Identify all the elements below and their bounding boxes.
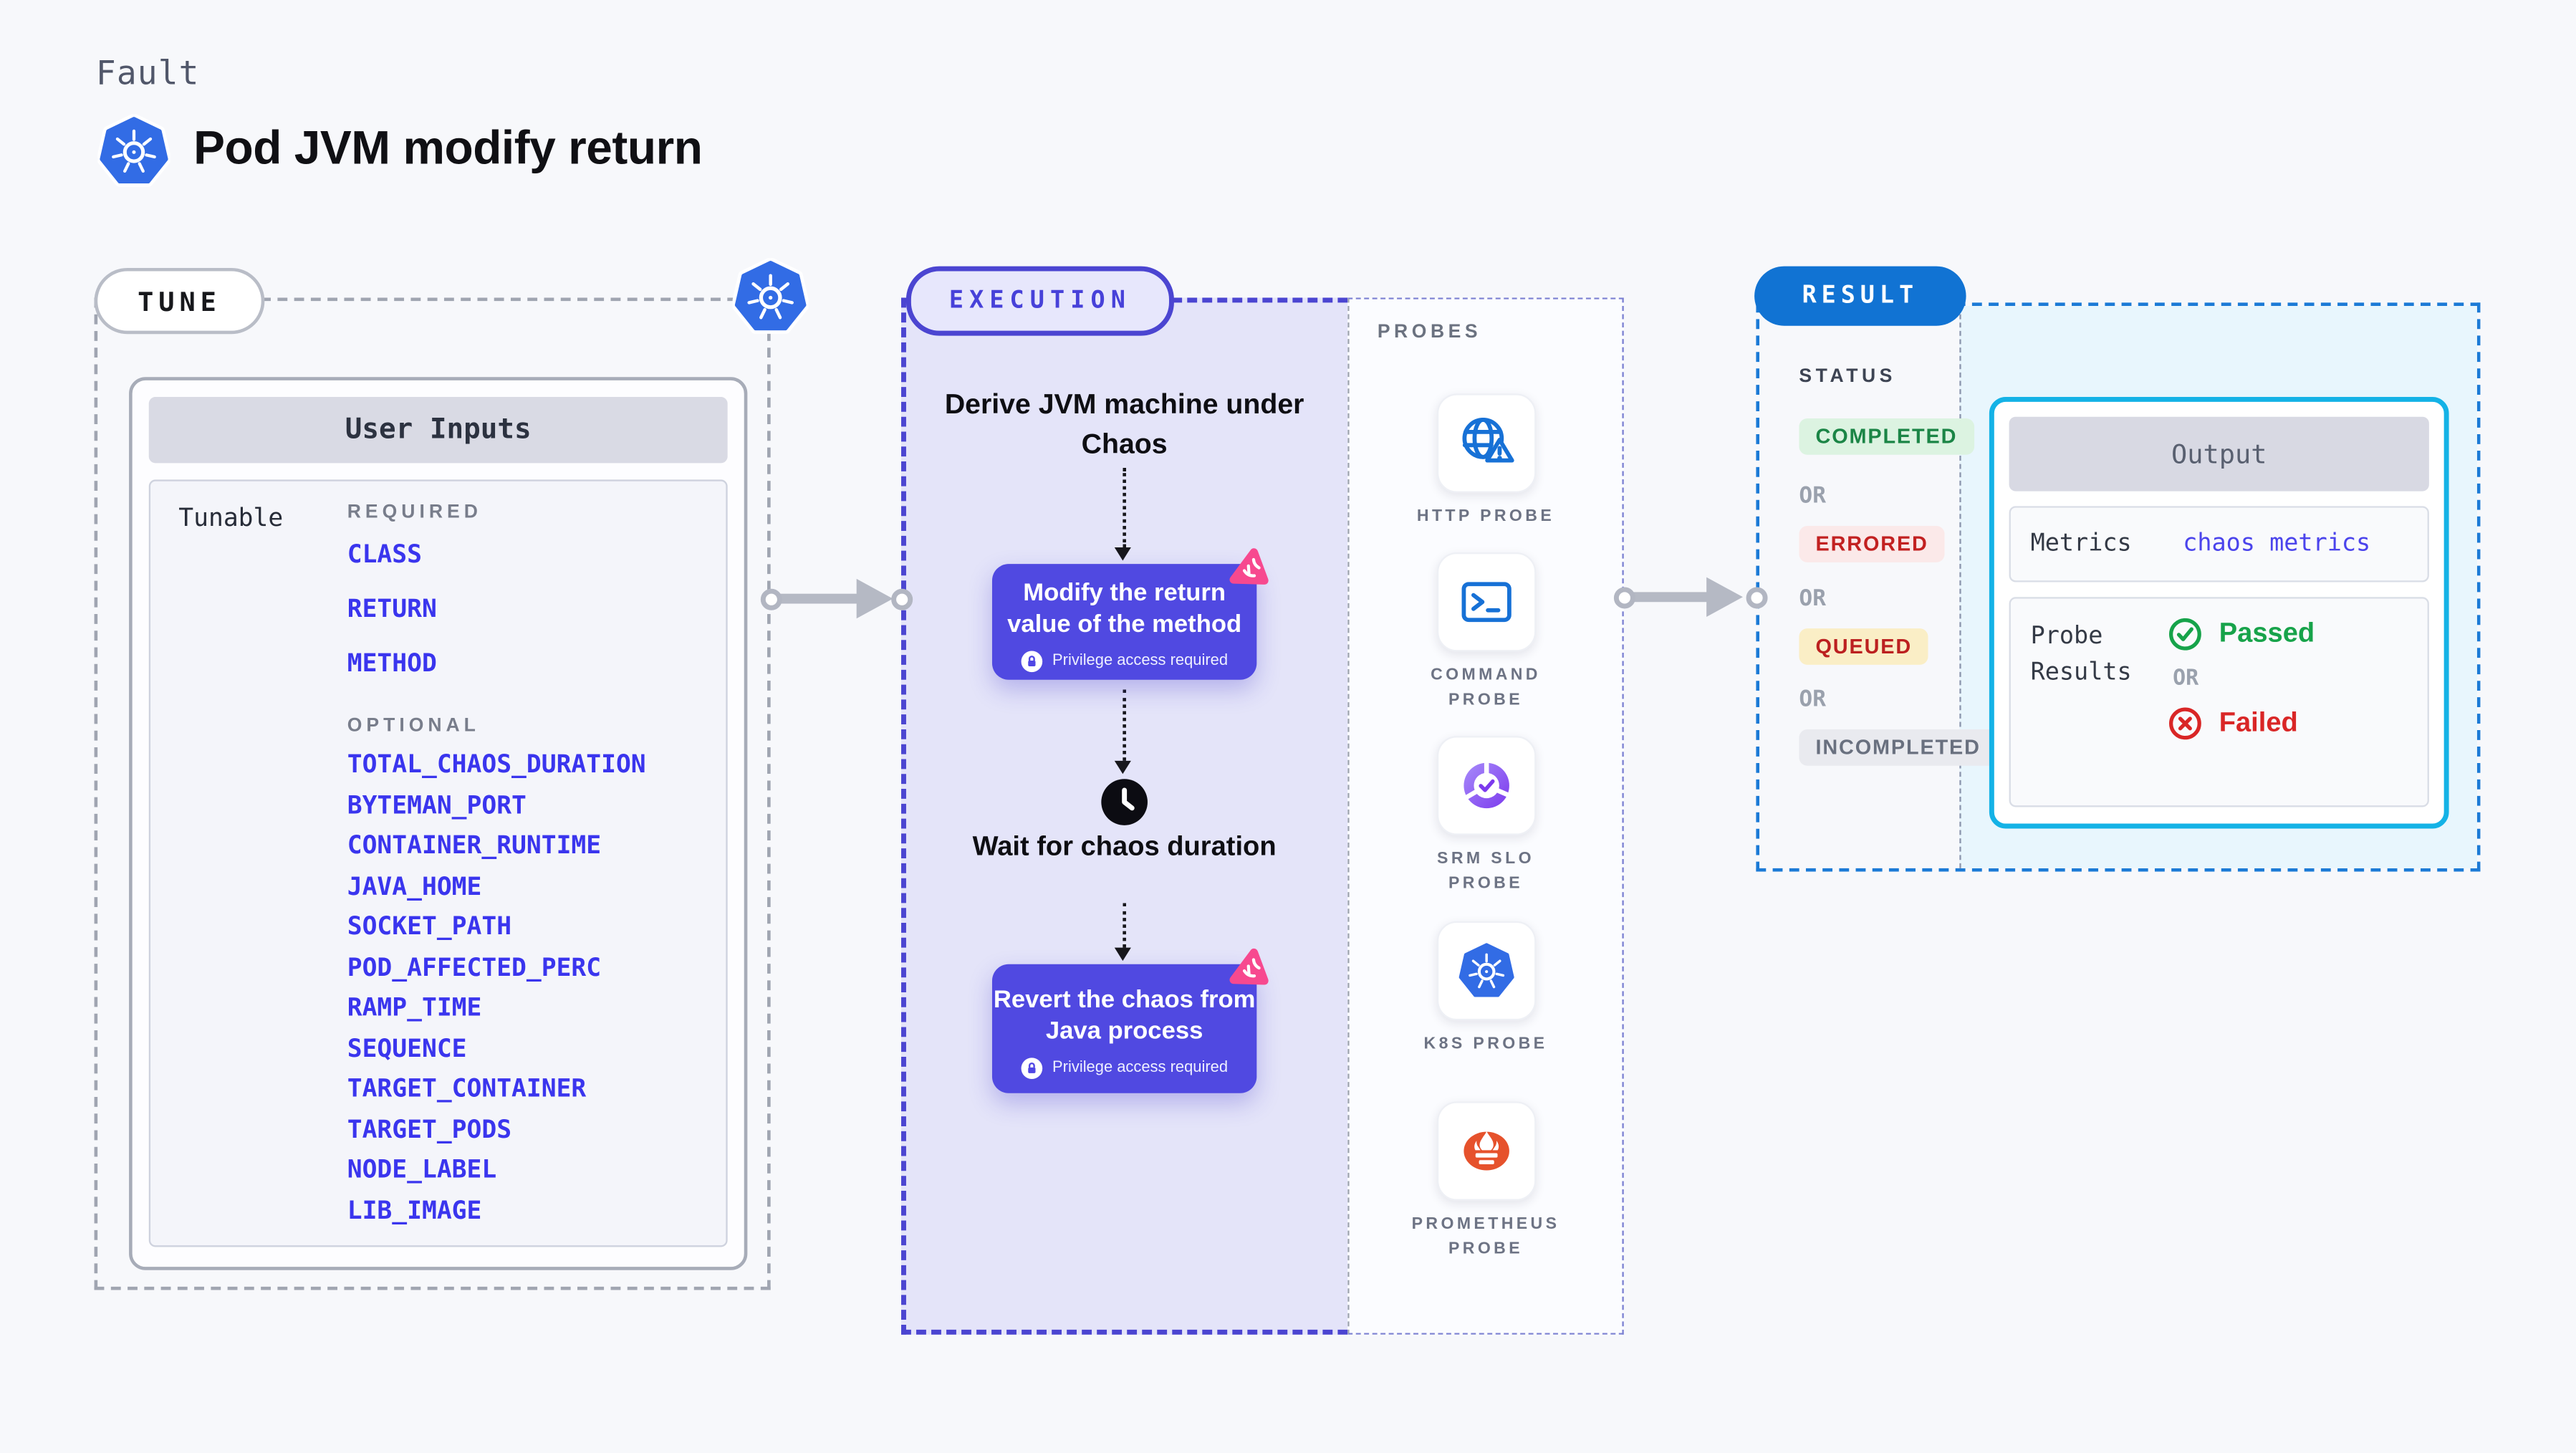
down-arrow-icon xyxy=(1115,689,1132,775)
tune-section xyxy=(94,297,771,1290)
lock-icon xyxy=(1021,1056,1044,1079)
execution-section-pill: EXECUTION xyxy=(905,266,1174,336)
step-title: Revert the chaos from Java process xyxy=(993,985,1256,1045)
output-card: Output Metrics chaos metrics Probe Resul… xyxy=(1989,396,2449,829)
globe-warning-icon xyxy=(1453,410,1519,476)
tunable-param: TOTAL_CHAOS_DURATION xyxy=(347,749,646,780)
connector-dot xyxy=(1745,586,1767,608)
tunable-param: TARGET_CONTAINER xyxy=(347,1073,587,1103)
chaos-atom-icon xyxy=(1225,544,1275,594)
srm-slo-probe-card xyxy=(1436,736,1536,835)
tunable-param: CONTAINER_RUNTIME xyxy=(347,830,602,860)
down-arrow-icon xyxy=(1115,468,1132,561)
http-probe-card xyxy=(1436,393,1536,493)
probes-title: PROBES xyxy=(1377,322,1482,342)
kubernetes-icon xyxy=(1456,940,1515,1001)
probe-results-label: Probe Results xyxy=(2030,623,2132,686)
probe-label: HTTP PROBE xyxy=(1416,507,1555,527)
execution-step-wait: Wait for chaos duration xyxy=(972,832,1277,862)
probe-label: COMMAND PROBE xyxy=(1431,666,1541,710)
metrics-label: Metrics xyxy=(2030,530,2132,557)
probe-item: K8S PROBE xyxy=(1350,921,1623,1057)
passed-label: Passed xyxy=(2219,618,2315,648)
or-label: OR xyxy=(2173,666,2199,691)
tunables-panel: Tunable REQUIRED CLASS RETURN METHOD OPT… xyxy=(148,479,728,1247)
tunable-param: JAVA_HOME xyxy=(347,871,482,901)
metrics-row: Metrics chaos metrics xyxy=(2009,506,2429,582)
flow-arrowhead-icon xyxy=(856,578,893,619)
required-section-label: REQUIRED xyxy=(347,502,482,523)
result-section-pill: RESULT xyxy=(1754,266,1966,326)
command-probe-card xyxy=(1436,552,1536,652)
probe-label: K8S PROBE xyxy=(1423,1035,1548,1054)
connector-dot xyxy=(759,588,782,610)
flow-arrow-icon xyxy=(1630,591,1714,603)
connector-dot xyxy=(890,588,913,610)
tune-section-pill: TUNE xyxy=(94,267,265,335)
tunable-param: NODE_LABEL xyxy=(347,1154,497,1184)
tunable-param: RETURN xyxy=(347,593,437,624)
execution-step-revert: Revert the chaos from Java process Privi… xyxy=(991,964,1256,1093)
page-title: Pod JVM modify return xyxy=(193,122,703,176)
clock-icon xyxy=(1100,777,1149,827)
prometheus-probe-card xyxy=(1436,1101,1536,1201)
failed-label: Failed xyxy=(2219,707,2298,738)
or-label: OR xyxy=(1799,585,1826,613)
tunable-param: CLASS xyxy=(347,539,422,570)
tunable-param: RAMP_TIME xyxy=(347,992,482,1022)
lock-icon xyxy=(1021,650,1044,673)
or-label: OR xyxy=(1799,686,1826,713)
optional-section-label: OPTIONAL xyxy=(347,716,480,737)
or-label: OR xyxy=(1799,483,1826,509)
tunable-param: TARGET_PODS xyxy=(347,1113,512,1144)
status-badge-completed: COMPLETED xyxy=(1799,418,1974,455)
down-arrow-icon xyxy=(1115,903,1132,962)
probes-section: PROBES HTTP PROBE COMMAND PROBE SRM SLO … xyxy=(1347,297,1624,1335)
probe-label: PROMETHEUS PROBE xyxy=(1411,1215,1560,1259)
privilege-badge: Privilege access required xyxy=(1052,652,1229,671)
probe-item: PROMETHEUS PROBE xyxy=(1350,1101,1623,1262)
flow-arrow-icon xyxy=(777,593,863,605)
user-inputs-card: User Inputs Tunable REQUIRED CLASS RETUR… xyxy=(129,377,748,1270)
k8s-probe-card xyxy=(1436,921,1536,1021)
step-title: Modify the return value of the method xyxy=(1007,578,1242,638)
probe-label: SRM SLO PROBE xyxy=(1437,850,1534,893)
slo-donut-icon xyxy=(1453,752,1519,818)
x-circle-icon xyxy=(2168,706,2202,741)
tunable-param: SEQUENCE xyxy=(347,1032,467,1063)
user-inputs-title: User Inputs xyxy=(148,396,728,464)
tunable-param: METHOD xyxy=(347,648,437,678)
metrics-value: chaos metrics xyxy=(2183,530,2371,557)
tunables-list: REQUIRED CLASS RETURN METHOD OPTIONAL TO… xyxy=(347,498,646,1239)
status-badge-errored: ERRORED xyxy=(1799,526,1945,562)
fault-kicker: Fault xyxy=(95,52,200,93)
probe-item: SRM SLO PROBE xyxy=(1350,736,1623,896)
privilege-badge: Privilege access required xyxy=(1052,1058,1229,1078)
output-title: Output xyxy=(2009,416,2429,491)
status-badge-incompleted: INCOMPLETED xyxy=(1799,729,1997,766)
status-badge-queued: QUEUED xyxy=(1799,628,1929,665)
tunable-param: LIB_IMAGE xyxy=(347,1194,482,1225)
kubernetes-icon xyxy=(97,114,170,190)
kubernetes-icon xyxy=(733,258,809,337)
flow-arrowhead-icon xyxy=(1706,577,1743,617)
tunable-param: SOCKET_PATH xyxy=(347,911,512,941)
probe-item: COMMAND PROBE xyxy=(1350,552,1623,713)
chaos-atom-icon xyxy=(1225,944,1275,994)
execution-step-modify: Modify the return value of the method Pr… xyxy=(991,564,1256,680)
status-title: STATUS xyxy=(1799,367,1896,388)
tunable-param: POD_AFFECTED_PERC xyxy=(347,951,602,982)
tunable-param: BYTEMAN_PORT xyxy=(347,790,527,820)
probe-results-row: Probe Results Passed OR Failed xyxy=(2009,597,2429,807)
probe-item: HTTP PROBE xyxy=(1350,393,1623,529)
connector-dot xyxy=(1613,586,1635,608)
execution-step-derive: Derive JVM machine under Chaos xyxy=(944,388,1304,460)
tunable-row-label: Tunable xyxy=(178,502,284,533)
terminal-icon xyxy=(1453,569,1519,635)
check-circle-icon xyxy=(2168,617,2202,651)
prometheus-flame-icon xyxy=(1453,1118,1519,1184)
